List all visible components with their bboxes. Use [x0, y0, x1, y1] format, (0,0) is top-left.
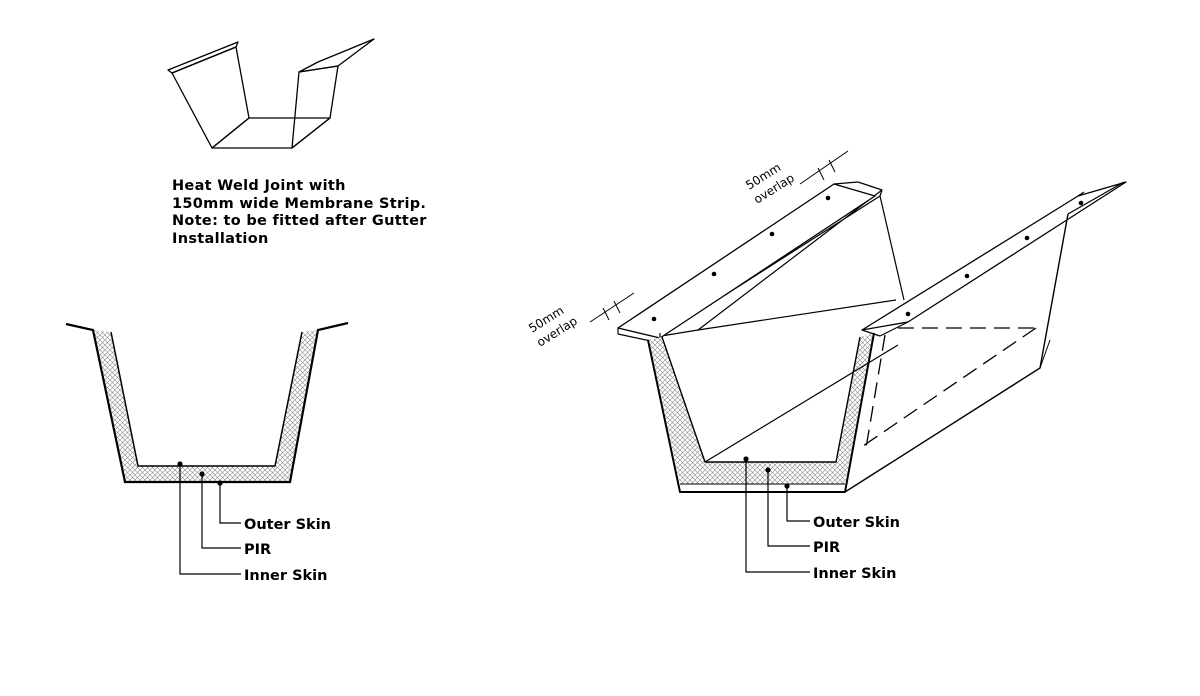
- heat-weld-note: Heat Weld Joint with 150mm wide Membrane…: [172, 178, 427, 248]
- gutter-isometric: Outer Skin PIR Inner Skin 50mm overlap 5…: [526, 150, 1127, 582]
- gutter-section: Outer Skin PIR Inner Skin: [65, 321, 349, 584]
- note-line-4: Installation: [172, 230, 269, 247]
- iso-right-flange-fixings: [905, 200, 1084, 317]
- inner-skin-line: [110, 331, 303, 467]
- note-line-3: Note: to be fitted after Gutter: [172, 213, 427, 229]
- iso-pir-label: PIR: [813, 540, 840, 556]
- note-line-1: Heat Weld Joint with: [172, 178, 346, 194]
- iso-inner-skin: [661, 336, 861, 463]
- iso-left-flange-fixings: [651, 195, 831, 322]
- overlap-dimension-left: 50mm overlap: [526, 292, 635, 350]
- iso-right-flange: [861, 181, 1127, 331]
- iso-outer-skin-label: Outer Skin: [813, 515, 900, 531]
- note-line-2: 150mm wide Membrane Strip.: [172, 195, 427, 212]
- iso-hidden-lines: [859, 327, 1037, 449]
- iso-left-flange: [617, 183, 876, 339]
- pir-insulation: [93, 330, 318, 482]
- iso-inner-skin-label: Inner Skin: [813, 566, 896, 582]
- section-inner-skin-label: Inner Skin: [244, 568, 327, 584]
- membrane-strip: [167, 38, 375, 149]
- outer-skin-line: [65, 321, 349, 484]
- section-pir-label: PIR: [244, 542, 271, 558]
- section-outer-skin-label: Outer Skin: [244, 517, 331, 533]
